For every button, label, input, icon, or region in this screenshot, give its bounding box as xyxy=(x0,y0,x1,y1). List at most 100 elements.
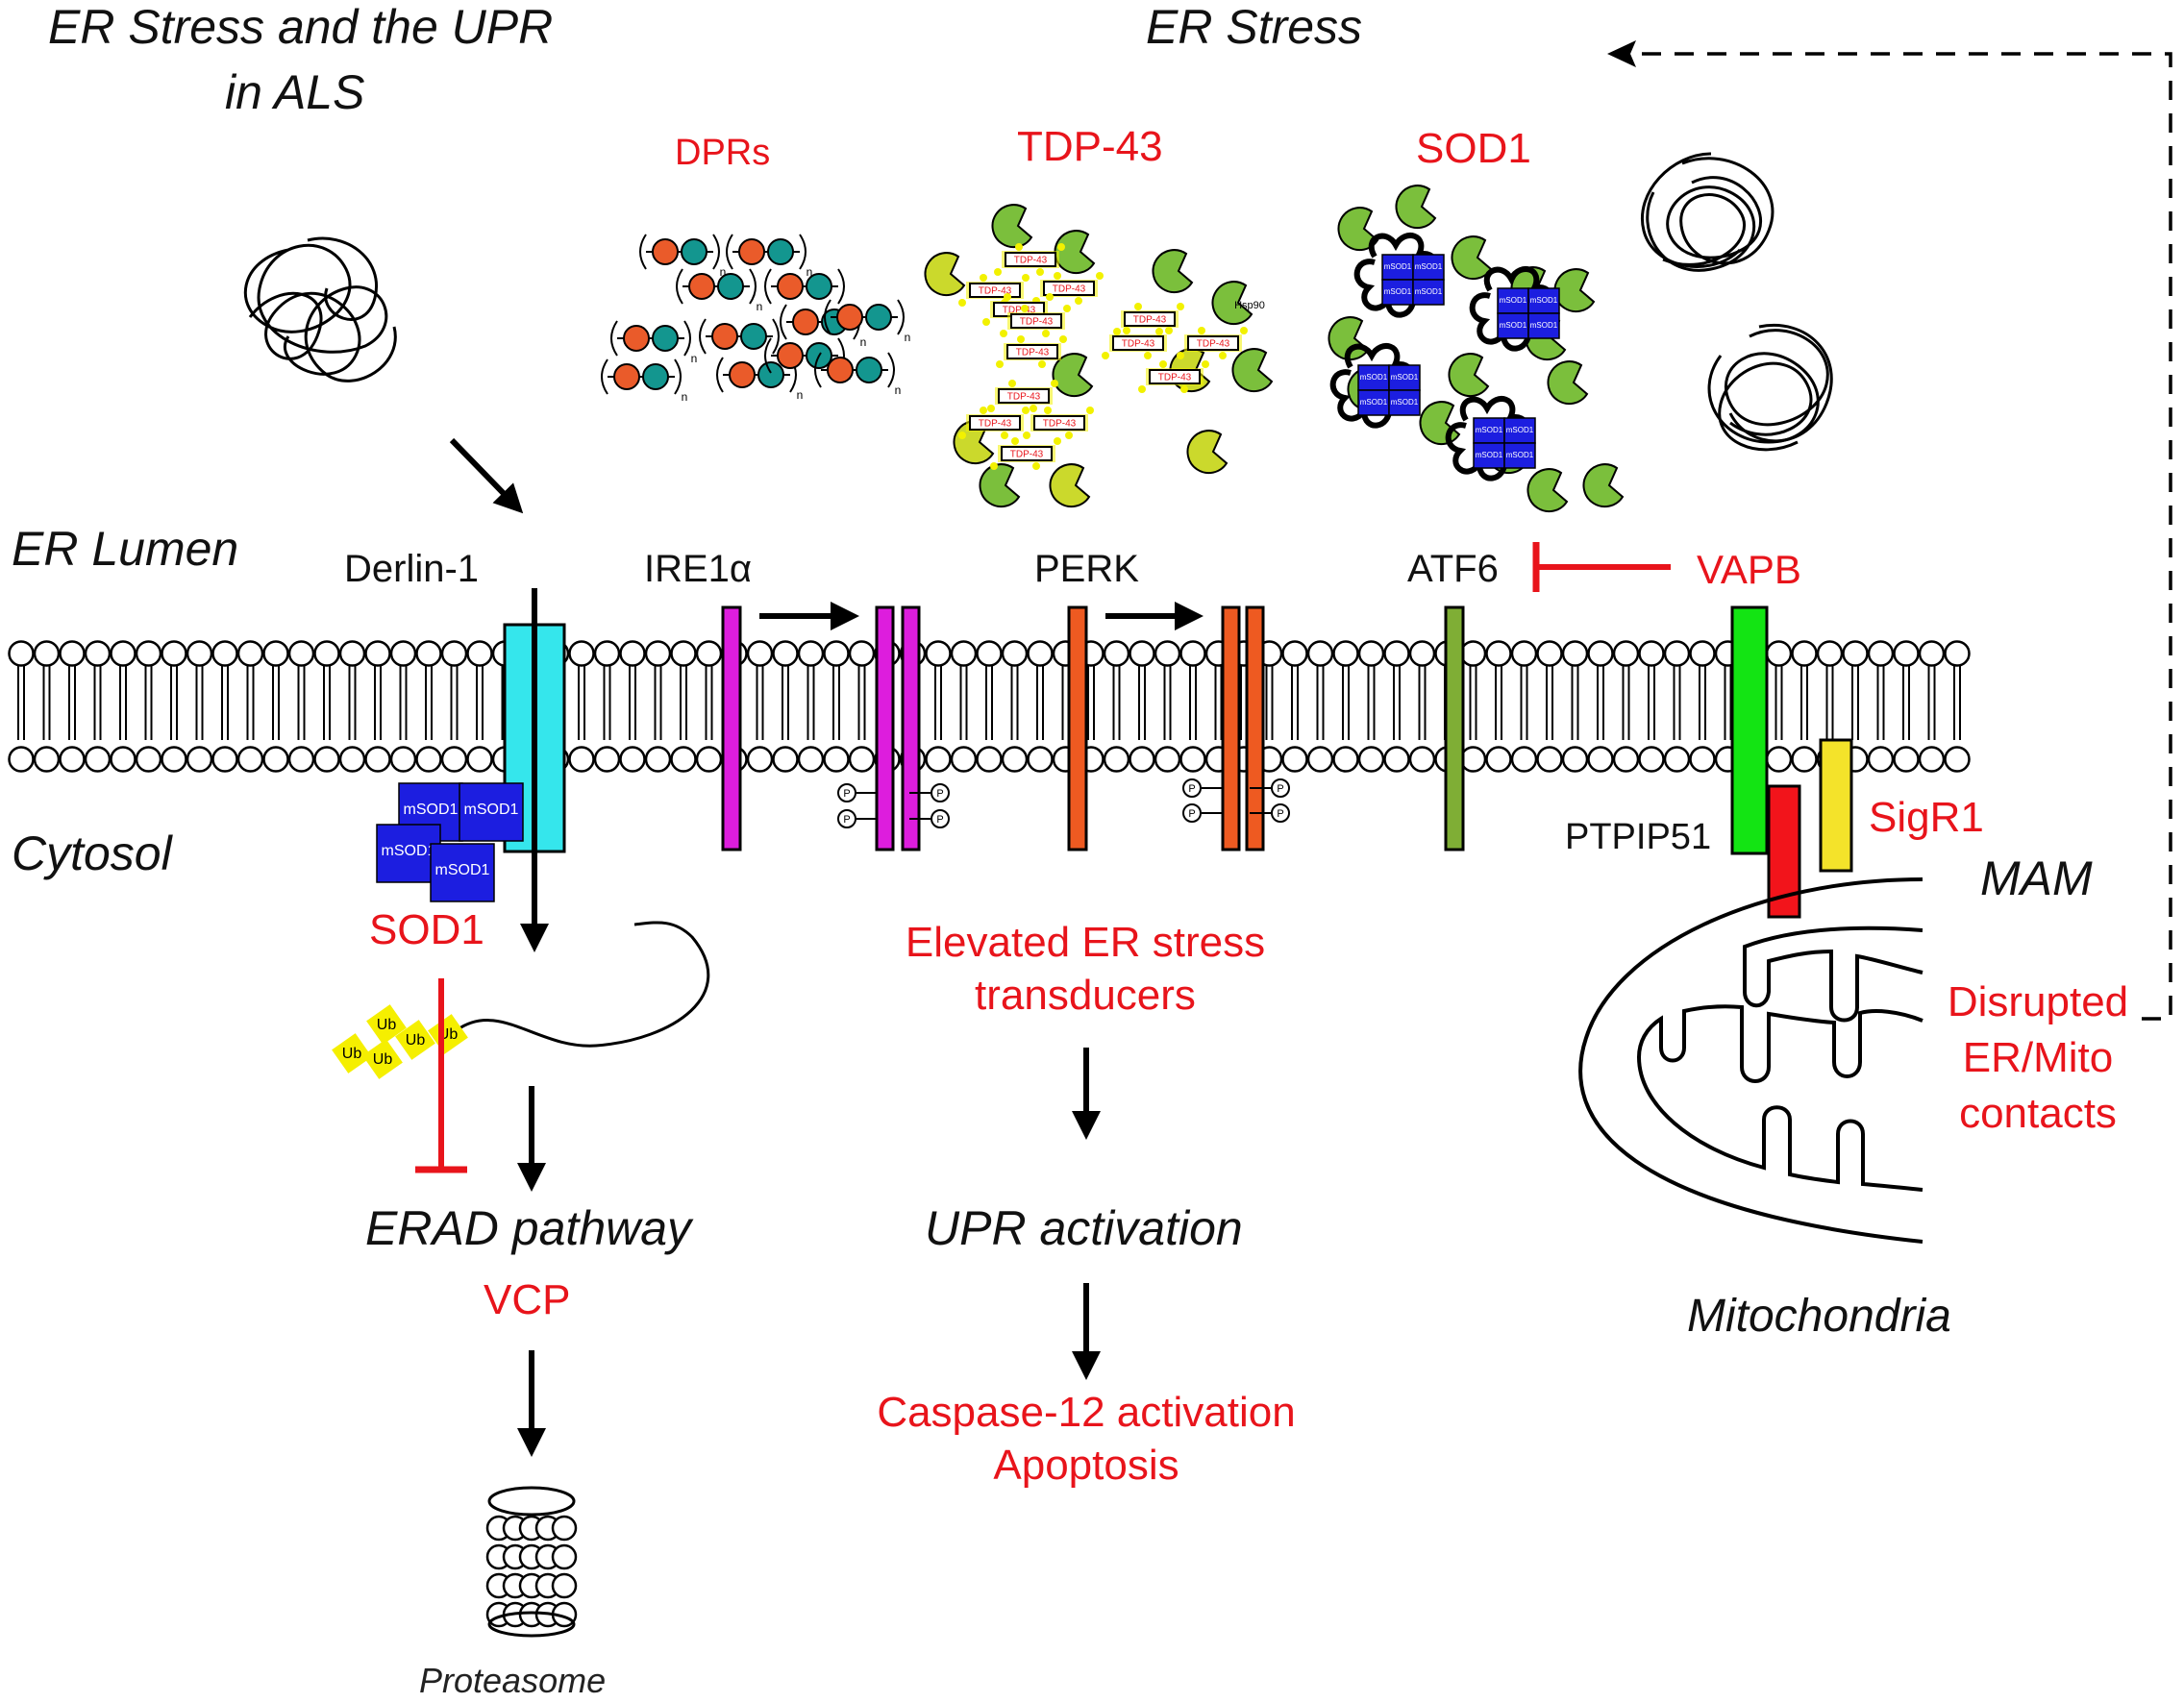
lipid-head-upper xyxy=(950,640,978,667)
tdp43-residue xyxy=(1030,405,1037,412)
tdp43-molecule xyxy=(1112,335,1164,351)
lipid-head-upper xyxy=(1612,640,1640,667)
ire1a-monomer xyxy=(721,605,742,852)
phospho-site xyxy=(1182,778,1202,798)
contacts-line3: contacts xyxy=(1959,1090,2117,1137)
lipid-head-lower xyxy=(466,746,493,773)
dpr-aggregate: nnnnnnnnnnnn xyxy=(601,234,911,404)
dpr-bracket xyxy=(610,320,618,357)
tdp43-tag: TDP-43 xyxy=(1122,339,1155,350)
dpr-orange-residue xyxy=(613,363,640,390)
tdp43-residue xyxy=(980,407,987,414)
tdp43-residue xyxy=(1038,360,1046,368)
upr-transducers-line1: Elevated ER stress xyxy=(905,919,1266,966)
lipid-head-lower xyxy=(1944,746,1971,773)
lipid-head-upper xyxy=(976,640,1003,667)
dpr-bracket xyxy=(780,304,787,340)
lipid-head-upper xyxy=(1561,640,1589,667)
lipid-head-upper xyxy=(848,640,876,667)
dpr-orange-residue xyxy=(652,238,679,265)
lipid-head-lower xyxy=(313,746,340,773)
lipid-head-lower xyxy=(1867,746,1895,773)
lipid-head-lower xyxy=(161,746,187,773)
hsp-chaperone xyxy=(924,252,966,297)
tdp43-residue xyxy=(1113,328,1121,335)
lipid-head-lower xyxy=(1893,746,1920,773)
phospho-site xyxy=(837,783,856,802)
msod1-box xyxy=(1381,279,1414,306)
er-membrane-bilayer xyxy=(8,640,1971,773)
lipid-head-upper xyxy=(110,640,136,667)
lipid-head-lower xyxy=(1281,746,1308,773)
lipid-head-lower xyxy=(1027,746,1054,773)
ubiquitin-label: Ub xyxy=(373,1051,393,1068)
lipid-head-upper xyxy=(1357,640,1385,667)
upr-transducers-line2: transducers xyxy=(975,972,1196,1019)
lipid-head-lower xyxy=(236,746,264,773)
dpr-bracket xyxy=(726,234,733,270)
cytosolic-sod1-label: SOD1 xyxy=(369,906,484,953)
tdp43-molecule xyxy=(1005,252,1056,267)
dpr-subscript: n xyxy=(807,265,813,279)
tdp43-residue xyxy=(1138,385,1146,393)
dpr-bracket xyxy=(676,268,683,305)
tdp43-tag: TDP-43 xyxy=(1003,306,1036,316)
msod1-box xyxy=(1527,287,1560,314)
lipid-head-lower xyxy=(1536,746,1563,773)
hsp-chaperone xyxy=(1152,249,1194,294)
lipid-head-upper xyxy=(1816,640,1844,667)
lipid-head-upper xyxy=(186,640,213,667)
lipid-head-lower xyxy=(695,746,723,773)
lipid-head-lower xyxy=(1103,746,1130,773)
tdp43-tag: TDP-43 xyxy=(1133,315,1167,326)
lipid-head-upper xyxy=(823,640,850,667)
lipid-head-lower xyxy=(1663,746,1691,773)
lipid-head-upper xyxy=(1332,640,1359,667)
misfolded-protein-tangle-left xyxy=(243,236,397,383)
tdp43-residue xyxy=(1004,293,1011,301)
msod1-box xyxy=(1473,442,1505,469)
lipid-head-lower xyxy=(389,746,417,773)
tdp43-residue xyxy=(994,268,1002,276)
lipid-head-lower xyxy=(644,746,672,773)
lipid-head-upper xyxy=(84,640,112,667)
ubiquitin-label: Ub xyxy=(406,1032,426,1049)
ubiquitin-tag xyxy=(366,1004,407,1045)
msod1-tag: mSOD1 xyxy=(1500,296,1527,305)
misfolded-protein-tangle-right-bottom xyxy=(1707,324,1833,452)
hsp-chaperone xyxy=(991,204,1033,249)
ire1a-label: IRE1α xyxy=(644,548,753,590)
lipid-head-upper xyxy=(364,640,391,667)
msod1-box xyxy=(1388,389,1421,416)
tdp43-residue xyxy=(1054,272,1061,280)
hsp-chaperone xyxy=(1582,463,1625,508)
msod1-box xyxy=(1357,389,1390,416)
tdp43-residue xyxy=(1159,360,1167,368)
lipid-head-upper xyxy=(746,640,774,667)
feedback-dashed-arrow xyxy=(1634,52,2172,1021)
dpr-orange-residue xyxy=(777,342,804,369)
dpr-bracket xyxy=(639,234,647,270)
dpr-subscript: n xyxy=(905,331,911,344)
lipid-head-lower xyxy=(440,746,468,773)
contacts-line1: Disrupted xyxy=(1947,978,2129,1025)
lipid-head-lower xyxy=(746,746,774,773)
mitochondria-label: Mitochondria xyxy=(1687,1291,1951,1342)
tdp43-residue xyxy=(1046,293,1054,301)
msod1-box-label: mSOD1 xyxy=(435,862,490,878)
dpr-subscript: n xyxy=(895,383,902,397)
msod1-box xyxy=(1381,254,1414,281)
tdp43-residue xyxy=(1001,432,1008,439)
lipid-head-lower xyxy=(8,746,35,773)
lipid-head-lower xyxy=(1638,746,1665,773)
msod1-box xyxy=(430,843,495,902)
msod1-box-label: mSOD1 xyxy=(382,843,436,859)
lipid-head-upper xyxy=(1027,640,1054,667)
proteasome-subunit xyxy=(551,1543,578,1570)
lipid-head-upper xyxy=(1103,640,1130,667)
lipid-head-lower xyxy=(338,746,366,773)
tdp43-residue xyxy=(1198,327,1205,334)
msod1-box xyxy=(1412,279,1445,306)
